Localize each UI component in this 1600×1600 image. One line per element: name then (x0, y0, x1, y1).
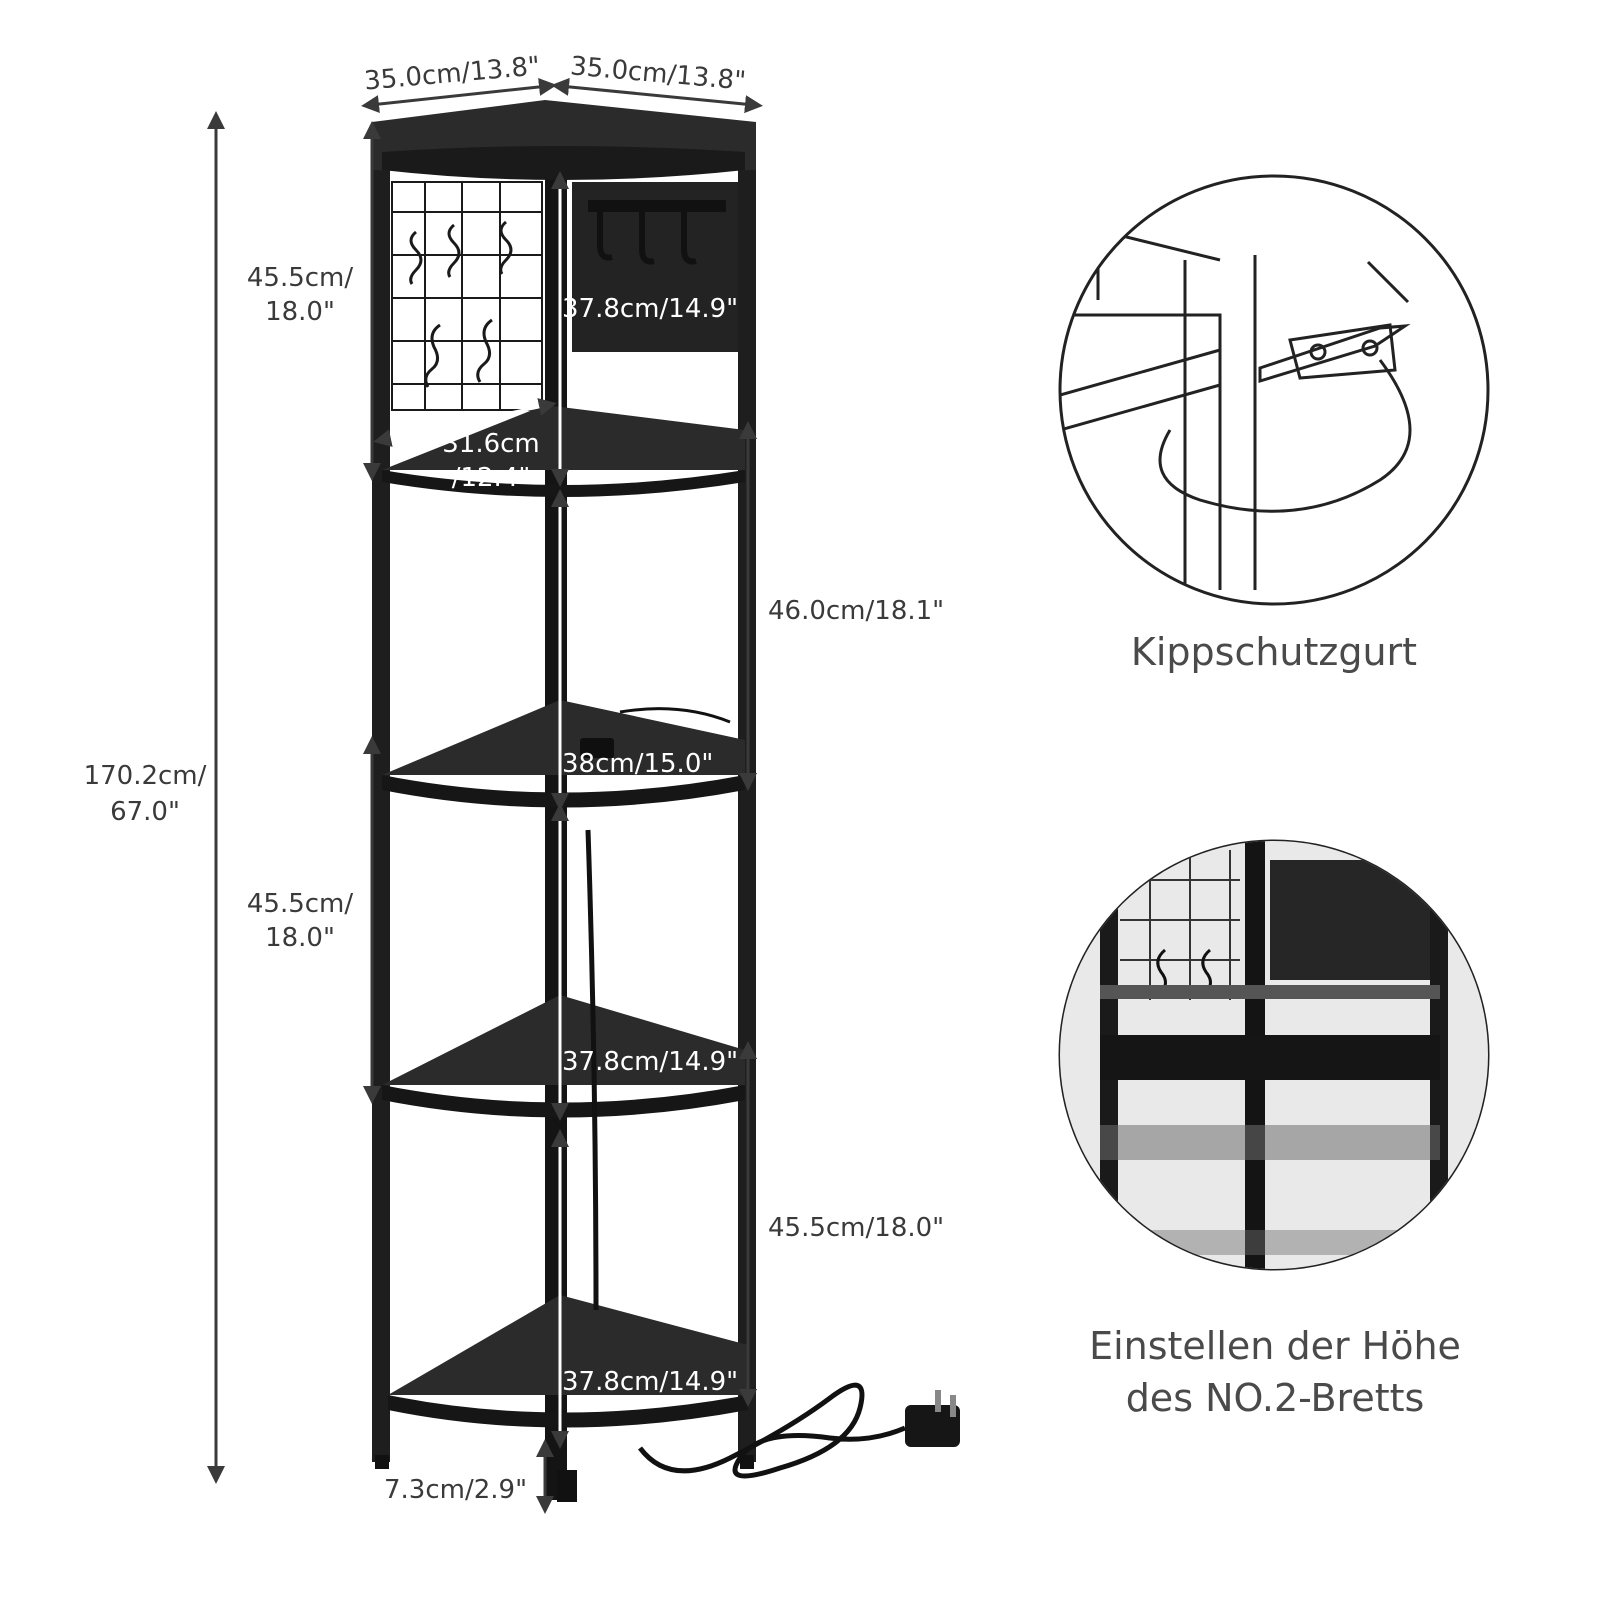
dimension-arrows-white (373, 171, 569, 1449)
upper-inner-height-label: 37.8cm/14.9" (562, 294, 739, 324)
upper-left-height-label-2: 18.0" (265, 297, 335, 327)
grid-width-label-2: /12.4" (451, 463, 531, 493)
grid-panel (391, 181, 543, 411)
power-cable (585, 829, 960, 1479)
shelf-5 (388, 1295, 748, 1428)
middle-inner-height-label: 38cm/15.0" (562, 749, 714, 779)
total-height-label-1: 170.2cm/ (83, 761, 207, 791)
top-shelf (372, 100, 756, 180)
height-adjust-caption-1: Einstellen der Höhe (1089, 1324, 1461, 1368)
leg-height-label: 7.3cm/2.9" (384, 1475, 528, 1505)
total-height-label-2: 67.0" (110, 797, 180, 827)
hook-board (572, 182, 738, 352)
lower-left-height-label-2: 18.0" (265, 923, 335, 953)
anti-tip-detail (1058, 174, 1490, 606)
lower-inner-height-label: 37.8cm/14.9" (562, 1047, 739, 1077)
grid-width-label-1: 31.6cm (442, 429, 540, 459)
right-height-lower-label: 45.5cm/18.0" (768, 1213, 945, 1243)
upper-left-height-label-1: 45.5cm/ (246, 263, 354, 293)
lower-left-height-label-1: 45.5cm/ (246, 889, 354, 919)
anti-tip-caption: Kippschutzgurt (1130, 630, 1418, 674)
height-adjust-caption-2: des NO.2-Bretts (1125, 1376, 1425, 1420)
right-height-upper-label: 46.0cm/18.1" (768, 596, 945, 626)
dimension-arrows (207, 77, 763, 1514)
height-adjust-detail (1058, 839, 1490, 1271)
bottom-inner-height-label: 37.8cm/14.9" (562, 1367, 739, 1397)
